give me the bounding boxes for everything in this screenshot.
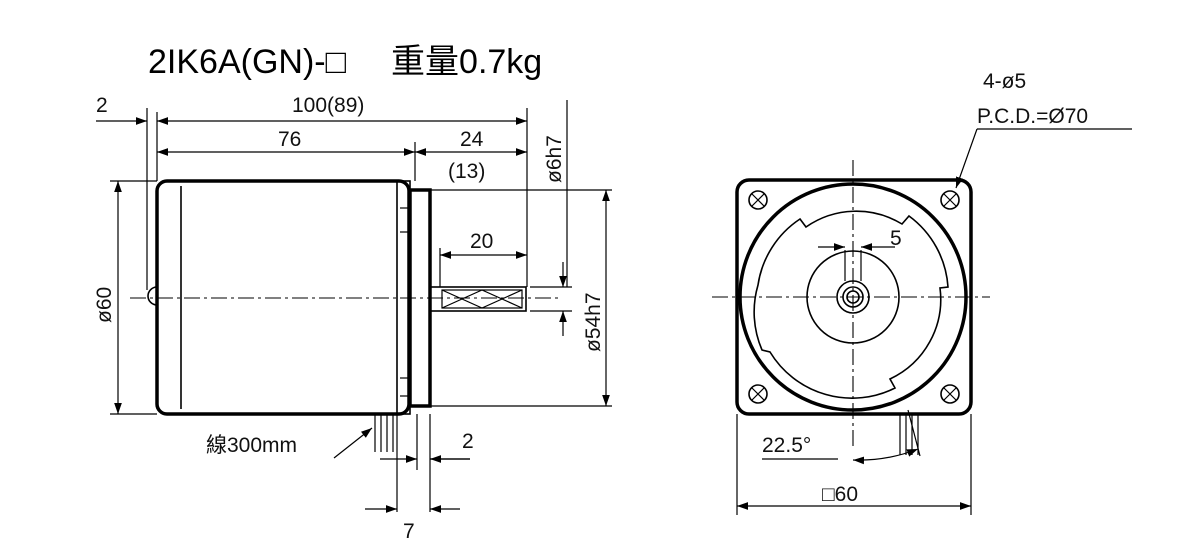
side-view: 2 100(89) 76 24 (13) 20 ø6h7 ø54h7 ø60 線… xyxy=(93,94,612,543)
mounting-hole-icon xyxy=(748,190,960,404)
dim-key-width: 5 xyxy=(890,227,902,250)
dim-shaft-length-alt: (13) xyxy=(448,160,485,183)
outer-circle xyxy=(738,182,968,412)
dim-pilot-dia: ø54h7 xyxy=(582,292,605,352)
rear-boss xyxy=(147,286,158,306)
hole-leader xyxy=(955,128,978,189)
front-view: 4-ø5 P.C.D.=Ø70 5 22.5° □60 xyxy=(712,70,1132,515)
lead-wires xyxy=(374,414,394,452)
front-lead-wires xyxy=(899,414,919,455)
square-size: □60 xyxy=(822,483,858,506)
output-shaft xyxy=(429,286,527,312)
angle-arc xyxy=(852,448,919,465)
dim-body-length: 76 xyxy=(278,128,301,151)
dim-key-length: 20 xyxy=(470,230,493,253)
weight-label: 重量0.7kg xyxy=(391,43,543,81)
dim-overall-length: 100(89) xyxy=(292,94,364,117)
shaft-circle xyxy=(836,280,870,314)
lead-wire-leader xyxy=(333,427,373,459)
dim-flange-gap: 2 xyxy=(96,94,108,117)
dim-flange-thickness: 2 xyxy=(462,430,474,453)
lead-wire-label: 線300mm xyxy=(206,434,297,457)
shaft-key xyxy=(441,289,523,309)
dim-body-dia: ø60 xyxy=(93,287,116,323)
dim-shaft-length: 24 xyxy=(460,128,484,151)
drawing-title: 2IK6A(GN)-□ 重量0.7kg xyxy=(148,34,542,83)
pilot-circle xyxy=(806,250,900,344)
angle-label: 22.5° xyxy=(762,434,811,457)
dim-mount-depth: 7 xyxy=(403,520,415,543)
pcd-label: P.C.D.=Ø70 xyxy=(977,105,1088,128)
inner-housing xyxy=(753,210,949,399)
hole-spec: 4-ø5 xyxy=(983,70,1026,93)
dim-shaft-dia: ø6h7 xyxy=(543,135,566,183)
model-number: 2IK6A(GN)-□ xyxy=(148,43,347,81)
